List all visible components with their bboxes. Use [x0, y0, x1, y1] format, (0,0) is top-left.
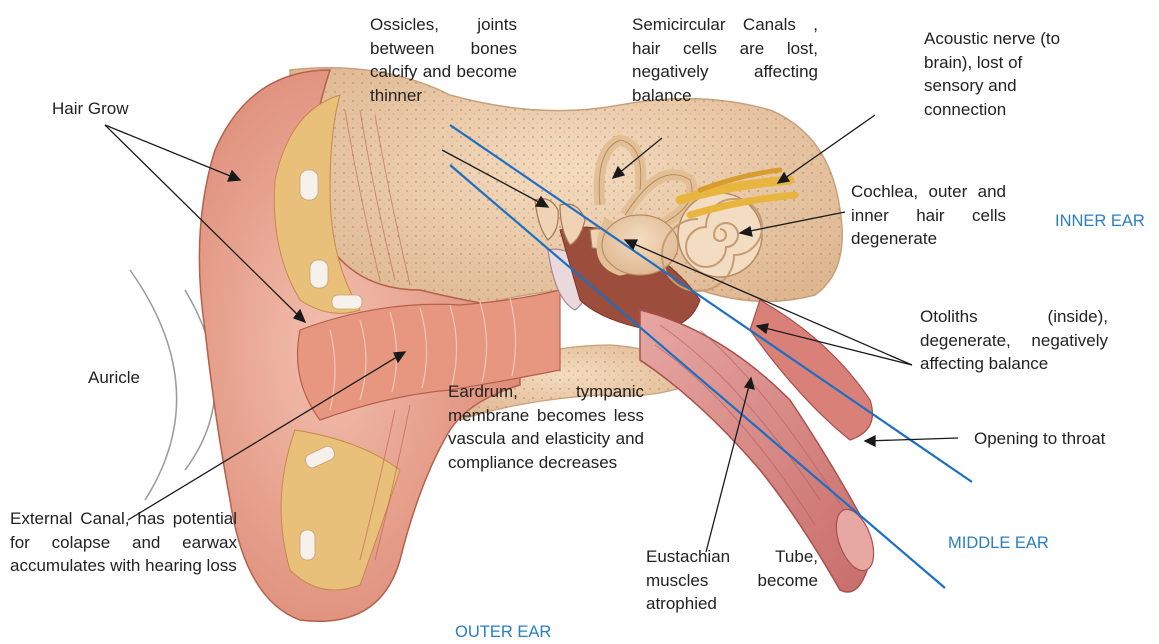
label-eardrum: Eardrum, tympanic membrane becomes less …	[448, 380, 644, 474]
label-acoustic-nerve: Acoustic nerve (to brain), lost of senso…	[924, 27, 1069, 121]
label-hair-grow: Hair Grow	[52, 97, 172, 121]
vestibule-shape	[602, 215, 678, 275]
label-ossicles: Ossicles, joints between bones calcify a…	[370, 13, 517, 107]
region-inner-ear: INNER EAR	[1055, 212, 1145, 231]
label-cochlea: Cochlea, outer and inner hair cells dege…	[851, 180, 1006, 251]
label-auricle: Auricle	[88, 366, 178, 390]
region-middle-ear: MIDDLE EAR	[948, 534, 1049, 553]
label-eustachian: Eustachian Tube, muscles become atrophie…	[646, 545, 818, 616]
label-opening-throat: Opening to throat	[974, 427, 1154, 451]
label-external-canal: External Canal, has potential for colaps…	[10, 507, 237, 578]
label-otoliths: Otoliths (inside), degenerate, negativel…	[920, 305, 1108, 376]
region-outer-ear: OUTER EAR	[455, 623, 551, 642]
label-semicircular: Semicircular Canals , hair cells are los…	[632, 13, 818, 107]
